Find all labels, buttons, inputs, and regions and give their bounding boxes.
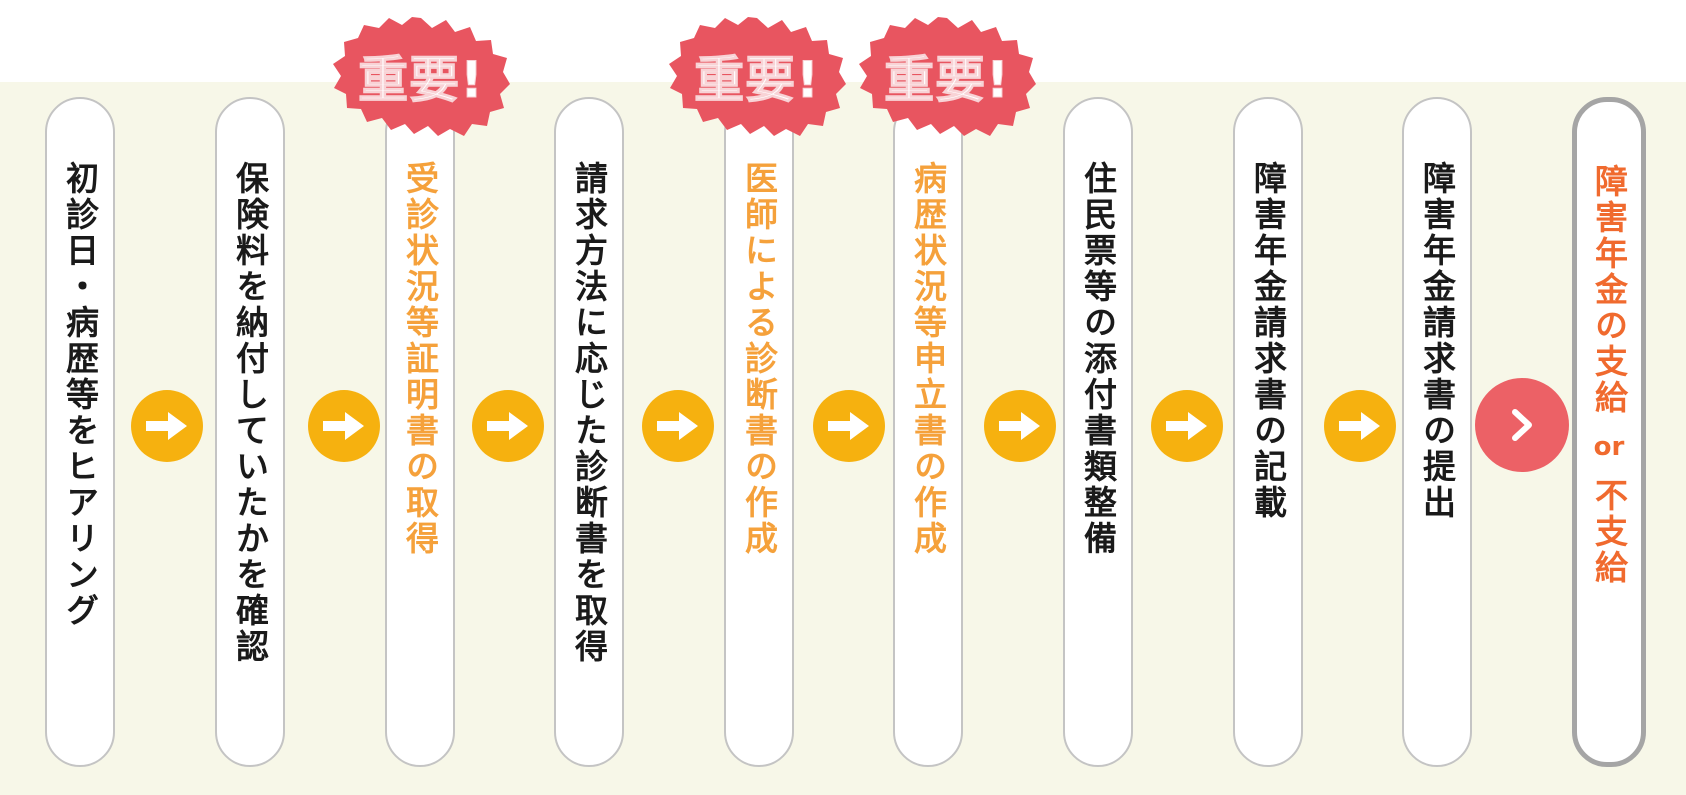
important-badge: 重要! xyxy=(858,16,1036,136)
badge-label: 重要! xyxy=(358,51,484,110)
step-label: 医師による診断書の作成 xyxy=(739,161,779,557)
right-arrow-icon xyxy=(984,390,1056,462)
result-or-label: or xyxy=(1593,432,1625,462)
right-arrow-icon xyxy=(1324,390,1396,462)
badge-label: 重要! xyxy=(884,51,1010,110)
step-get-diagnosis: 請求方法に応じた診断書を取得 xyxy=(554,97,624,767)
step-label: 保険料を納付していたかを確認 xyxy=(230,161,270,665)
right-arrow-icon xyxy=(472,390,544,462)
right-arrow-icon xyxy=(813,390,885,462)
step-premium-check: 保険料を納付していたかを確認 xyxy=(215,97,285,767)
step-result: 障害年金の支給 or 不支給 xyxy=(1572,97,1646,767)
right-arrow-icon xyxy=(1151,390,1223,462)
step-label: 初診日・病歴等をヒアリング xyxy=(60,161,100,629)
step-label: 請求方法に応じた診断書を取得 xyxy=(569,161,609,665)
step-visit-certificate: 受診状況等証明書の取得 xyxy=(385,97,455,767)
step-hearing: 初診日・病歴等をヒアリング xyxy=(45,97,115,767)
important-badge: 重要! xyxy=(668,16,846,136)
step-label: 障害年金請求書の記載 xyxy=(1248,161,1288,521)
step-history-statement: 病歴状況等申立書の作成 xyxy=(893,97,963,767)
step-submit-application: 障害年金請求書の提出 xyxy=(1402,97,1472,767)
step-label: 受診状況等証明書の取得 xyxy=(400,161,440,557)
step-doctor-diagnosis: 医師による診断書の作成 xyxy=(724,97,794,767)
step-label: 障害年金請求書の提出 xyxy=(1417,161,1457,521)
right-arrow-icon xyxy=(642,390,714,462)
result-granted-label: 障害年金の支給 xyxy=(1589,164,1629,416)
chevron-right-icon xyxy=(1475,378,1569,472)
badge-label: 重要! xyxy=(694,51,820,110)
right-arrow-icon xyxy=(131,390,203,462)
step-fill-application: 障害年金請求書の記載 xyxy=(1233,97,1303,767)
right-arrow-icon xyxy=(308,390,380,462)
step-label: 病歴状況等申立書の作成 xyxy=(908,161,948,557)
step-label: 住民票等の添付書類整備 xyxy=(1078,161,1118,557)
result-denied-label: 不支給 xyxy=(1589,478,1629,586)
step-attachments: 住民票等の添付書類整備 xyxy=(1063,97,1133,767)
important-badge: 重要! xyxy=(332,16,510,136)
